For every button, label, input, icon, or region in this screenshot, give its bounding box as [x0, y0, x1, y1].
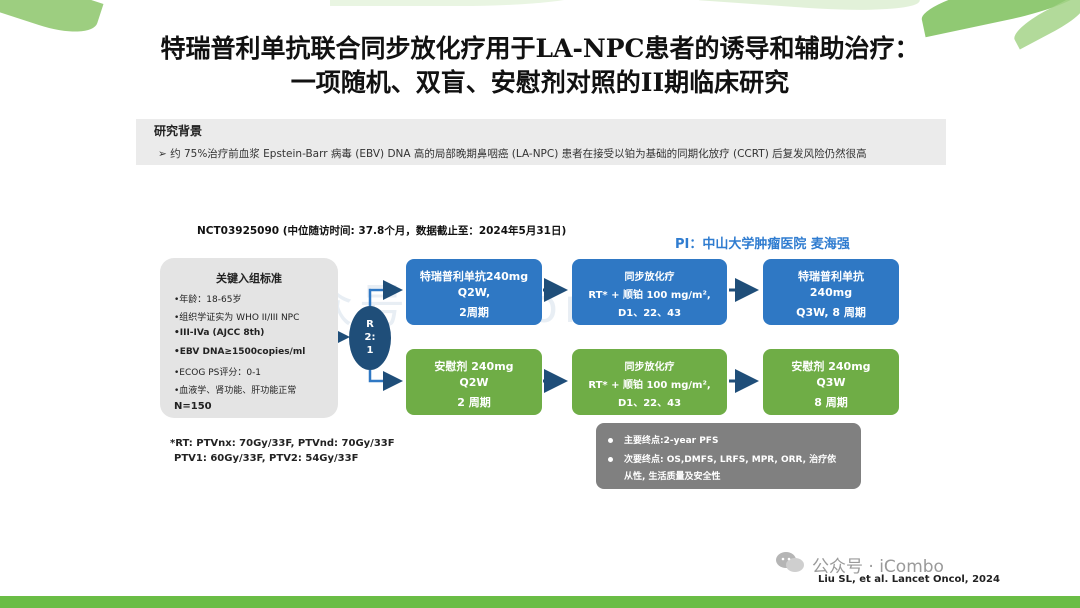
box-line: RT* + 顺铂 100 mg/m²,: [588, 290, 711, 301]
arrow-to-treatment-arm: [368, 280, 403, 306]
randomization-label: R: [366, 319, 374, 330]
arrow-to-placebo-arm: [368, 370, 403, 391]
criteria-item: •EBV DNA≥1500copies/ml: [174, 347, 306, 357]
sample-size: N=150: [174, 401, 212, 412]
box-line: D1、22、43: [617, 308, 682, 319]
box-line: Q3W: [816, 376, 846, 389]
bullet-icon: [608, 457, 613, 462]
secondary-endpoint-cont: 从性, 生活质量及安全性: [624, 472, 721, 482]
background-panel: [136, 119, 946, 165]
wechat-icon: [776, 552, 804, 572]
citation: Liu SL, et al. Lancet Oncol, 2024: [818, 574, 1000, 585]
bullet-icon: [608, 438, 613, 443]
box-line: 特瑞普利单抗: [798, 270, 864, 283]
principal-investigator: PI：中山大学肿瘤医院 麦海强: [675, 237, 850, 252]
box-line: 安慰剂 240mg: [434, 360, 514, 373]
watermark-bottom: 公众号 · iCombo: [812, 557, 944, 577]
treatment-adjuvant-box: 特瑞普利单抗 240mg Q3W, 8 周期: [763, 259, 899, 325]
box-line: Q2W,: [457, 286, 491, 299]
randomization-ratio: 1: [366, 345, 374, 356]
criteria-item: •年龄：18-65岁: [174, 295, 242, 305]
randomization-ratio: 2:: [364, 332, 376, 343]
box-line: Q2W: [459, 376, 489, 389]
leaf-decoration: [330, 0, 590, 6]
placebo-ccrt-box: 同步放化疗 RT* + 顺铂 100 mg/m², D1、22、43: [572, 349, 727, 415]
criteria-title: 关键入组标准: [216, 272, 282, 285]
treatment-induction-box: 特瑞普利单抗240mg Q2W, 2周期: [406, 259, 542, 325]
radiotherapy-footnote-1: *RT: PTVnx: 70Gy/33F, PTVnd: 70Gy/33F: [170, 438, 395, 449]
endpoints-box: 主要终点:2-year PFS 次要终点: OS,DMFS, LRFS, MPR…: [596, 423, 861, 489]
criteria-item: •III-IVa (AJCC 8th): [174, 328, 265, 338]
bottom-bar: [0, 596, 1080, 608]
trial-id: NCT03925090 (中位随访时间: 37.8个月，数据截止至：2024年5…: [197, 225, 567, 237]
box-line: D1、22、43: [617, 398, 682, 409]
box-line: 特瑞普利单抗240mg: [419, 270, 529, 283]
box-line: RT* + 顺铂 100 mg/m²,: [588, 380, 711, 391]
background-bullet: ➢ 约 75%治疗前血浆 Epstein-Barr 病毒 (EBV) DNA 高…: [158, 148, 867, 160]
criteria-item: •组织学证实为 WHO II/III NPC: [174, 313, 300, 323]
radiotherapy-footnote-2: PTV1: 60Gy/33F, PTV2: 54Gy/33F: [174, 453, 359, 464]
box-line: 2周期: [459, 306, 489, 319]
inclusion-criteria-box: 关键入组标准 •年龄：18-65岁 •组织学证实为 WHO II/III NPC…: [160, 258, 338, 418]
box-line: 240mg: [809, 286, 853, 299]
placebo-induction-box: 安慰剂 240mg Q2W 2 周期: [406, 349, 542, 415]
primary-endpoint: 主要终点:2-year PFS: [624, 436, 719, 446]
criteria-item: •ECOG PS评分：0-1: [174, 368, 262, 378]
placebo-adjuvant-box: 安慰剂 240mg Q3W 8 周期: [763, 349, 899, 415]
box-line: 同步放化疗: [624, 272, 675, 283]
randomization-node: R 2: 1: [349, 306, 391, 370]
box-line: 同步放化疗: [624, 362, 675, 373]
title-line-2: 一项随机、双盲、安慰剂对照的II期临床研究: [290, 68, 790, 97]
treatment-ccrt-box: 同步放化疗 RT* + 顺铂 100 mg/m², D1、22、43: [572, 259, 727, 325]
box-line: Q3W, 8 周期: [796, 306, 866, 319]
box-line: 安慰剂 240mg: [791, 360, 871, 373]
secondary-endpoint: 次要终点: OS,DMFS, LRFS, MPR, ORR, 治疗依: [624, 455, 837, 465]
criteria-item: •血液学、肾功能、肝功能正常: [174, 386, 297, 396]
slide-title: 特瑞普利单抗联合同步放化疗用于LA-NPC患者的诱导和辅助治疗： 一项随机、双盲…: [0, 32, 1080, 100]
box-line: 8 周期: [814, 396, 848, 409]
background-heading: 研究背景: [154, 124, 203, 138]
box-line: 2 周期: [457, 396, 491, 409]
title-line-1: 特瑞普利单抗联合同步放化疗用于LA-NPC患者的诱导和辅助治疗：: [160, 34, 920, 63]
